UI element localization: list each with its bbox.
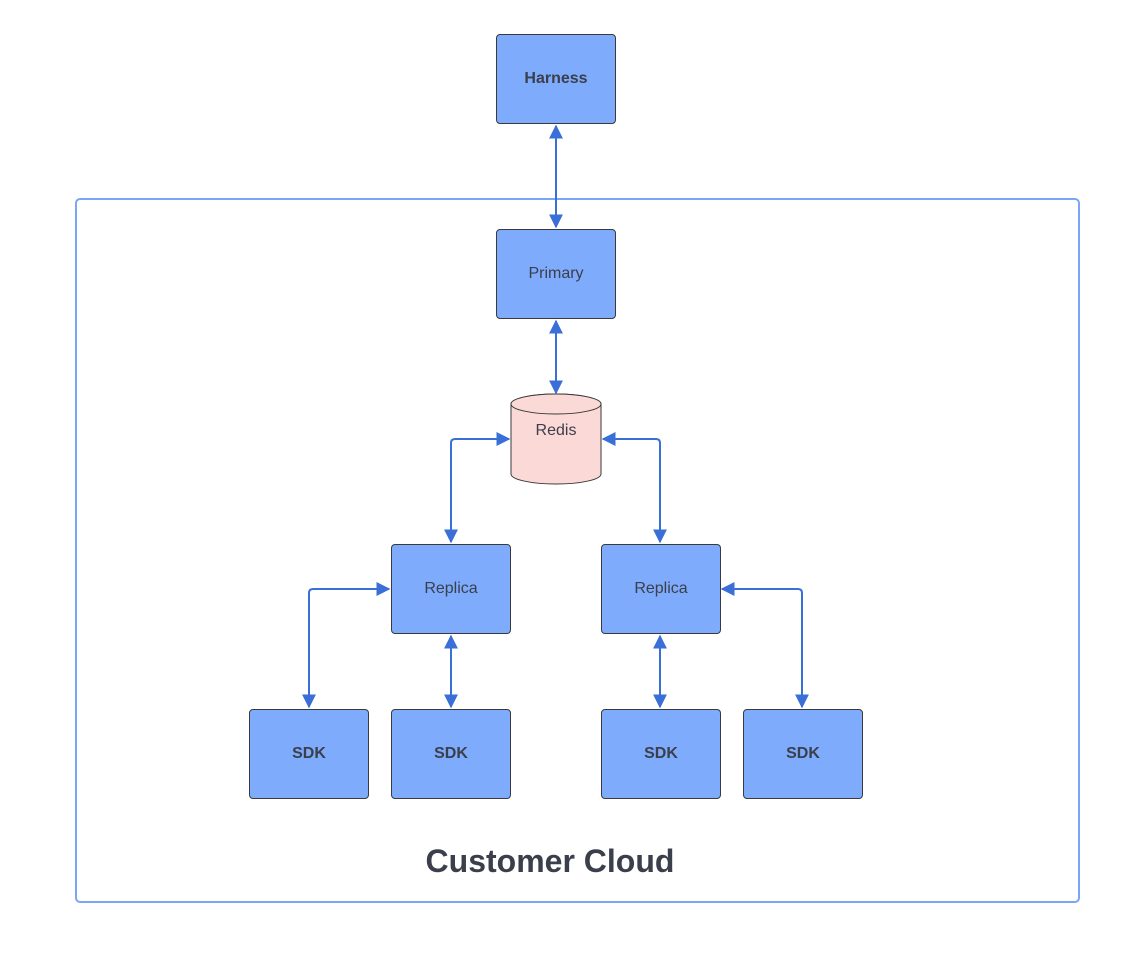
redis-node-label: Redis — [535, 422, 577, 439]
primary-node[interactable]: Primary — [496, 229, 616, 319]
replica-right-node[interactable]: Replica — [601, 544, 721, 634]
replica-left-node[interactable]: Replica — [391, 544, 511, 634]
redis-cylinder — [510, 393, 602, 485]
customer-cloud-frame — [75, 198, 1080, 903]
connector-replica-left-sdk-1 — [302, 582, 391, 709]
sdk-node-4[interactable]: SDK — [743, 709, 863, 799]
connector-redis-replica-right — [601, 432, 667, 544]
sdk-node-2[interactable]: SDK — [391, 709, 511, 799]
connector-redis-replica-left — [444, 432, 511, 544]
sdk-node-1[interactable]: SDK — [249, 709, 369, 799]
connector-replica-right-sdk-4 — [720, 582, 809, 709]
customer-cloud-label: Customer Cloud — [425, 843, 675, 879]
harness-node[interactable]: Harness — [496, 34, 616, 124]
sdk-node-3[interactable]: SDK — [601, 709, 721, 799]
